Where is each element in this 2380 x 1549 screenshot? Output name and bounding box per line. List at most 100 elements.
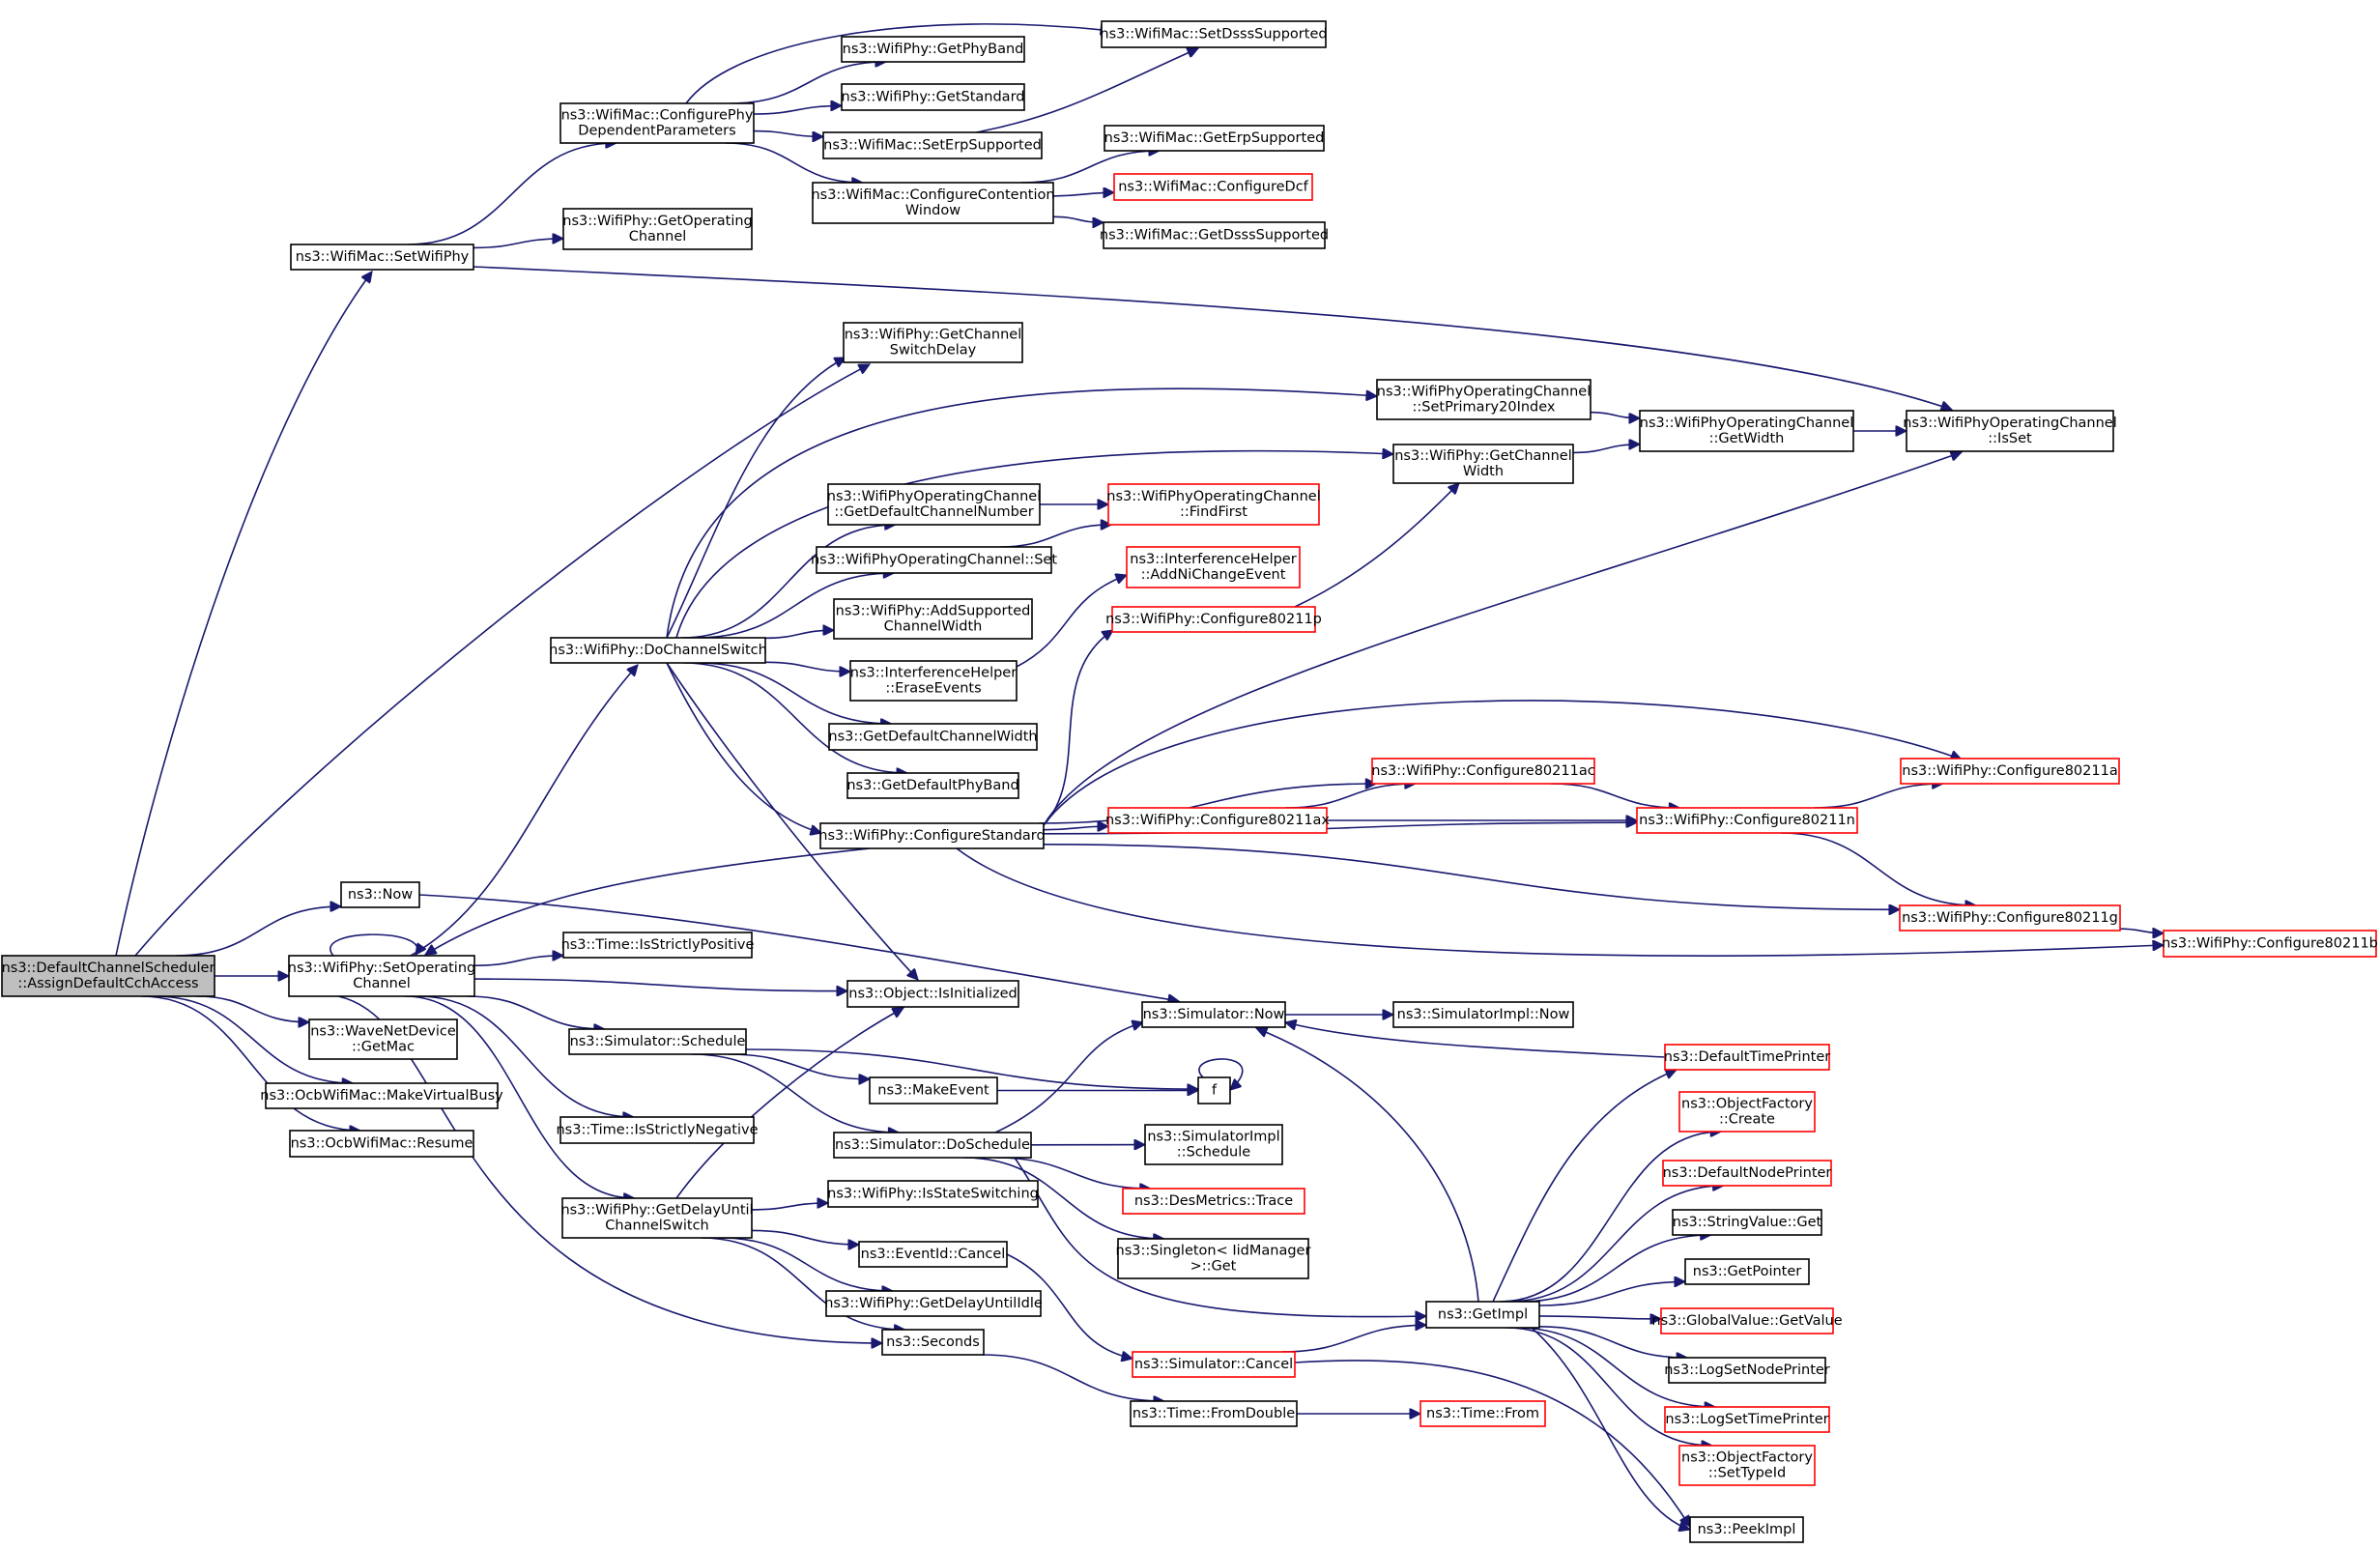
edge-getImpl-to-objFactorySetTypeId — [1505, 1327, 1712, 1446]
node-eraseEvents[interactable]: ns3::InterferenceHelper::EraseEvents — [849, 660, 1018, 702]
edge-getImpl-to-defaultTimePrinter — [1492, 1070, 1677, 1303]
edge-doChannelSwitch-to-confStandard — [666, 662, 821, 833]
node-simCancel[interactable]: ns3::Simulator::Cancel — [1132, 1351, 1296, 1378]
node-setErp[interactable]: ns3::WifiMac::SetErpSupported — [822, 131, 1043, 159]
node-conf80211a[interactable]: ns3::WifiPhy::Configure80211a — [1900, 758, 2120, 785]
node-getDefaultPhyBand[interactable]: ns3::GetDefaultPhyBand — [846, 772, 1019, 799]
node-seconds[interactable]: ns3::Seconds — [881, 1329, 985, 1356]
node-isStrictlyNeg[interactable]: ns3::Time::IsStrictlyNegative — [556, 1116, 759, 1144]
node-getPointer[interactable]: ns3::GetPointer — [1684, 1258, 1810, 1285]
node-objFactorySetTypeId[interactable]: ns3::ObjectFactory::SetTypeId — [1678, 1445, 1816, 1486]
node-label-line: SwitchDelay — [890, 343, 977, 359]
node-getDefaultChNum[interactable]: ns3::WifiPhyOperatingChannel::GetDefault… — [827, 483, 1041, 526]
node-simSchedule[interactable]: ns3::Simulator::Schedule — [568, 1028, 747, 1055]
edge-configurePhy-to-setDsss — [685, 23, 1111, 104]
node-opGetWidth[interactable]: ns3::WifiPhyOperatingChannel::GetWidth — [1639, 410, 1854, 452]
node-getDefaultChWidth[interactable]: ns3::GetDefaultChannelWidth — [828, 723, 1038, 751]
node-singletonGet[interactable]: ns3::Singleton< IidManager >::Get — [1116, 1238, 1311, 1279]
node-addNiChange[interactable]: ns3::InterferenceHelper::AddNiChangeEven… — [1126, 546, 1301, 588]
node-isStateSwitching[interactable]: ns3::WifiPhy::IsStateSwitching — [827, 1180, 1039, 1208]
node-waveGetMac[interactable]: ns3::WaveNetDevice::GetMac — [308, 1018, 458, 1060]
node-findFirst[interactable]: ns3::WifiPhyOperatingChannel::FindFirst — [1106, 483, 1321, 526]
node-eventCancel[interactable]: ns3::EventId::Cancel — [858, 1241, 1008, 1268]
node-f[interactable]: f — [1197, 1076, 1231, 1104]
node-doChannelSwitch[interactable]: ns3::WifiPhy::DoChannelSwitch — [549, 637, 767, 664]
node-getPhyBand[interactable]: ns3::WifiPhy::GetPhyBand — [841, 36, 1025, 63]
node-globalGetValue[interactable]: ns3::GlobalValue::GetValue — [1651, 1307, 1843, 1334]
node-logSetNodePrinter[interactable]: ns3::LogSetNodePrinter — [1664, 1357, 1830, 1384]
node-isSet[interactable]: ns3::WifiPhyOperatingChannel::IsSet — [1903, 410, 2117, 452]
node-stringValueGet[interactable]: ns3::StringValue::Get — [1672, 1209, 1822, 1236]
edge-root-to-resume — [141, 995, 360, 1131]
node-label-line: ns3::Singleton< IidManager — [1116, 1244, 1311, 1259]
node-box — [1376, 379, 1591, 420]
node-logSetTimePrinter[interactable]: ns3::LogSetTimePrinter — [1664, 1406, 1830, 1433]
node-configurePhy[interactable]: ns3::WifiMac::ConfigurePhyDependentParam… — [559, 102, 755, 144]
node-box — [1425, 1301, 1540, 1329]
node-setWifiPhy[interactable]: ns3::WifiMac::SetWifiPhy — [290, 244, 474, 271]
node-conf80211n[interactable]: ns3::WifiPhy::Configure80211n — [1636, 807, 1858, 834]
node-label-line: ::FindFirst — [1180, 504, 1247, 520]
node-getDelayIdle[interactable]: ns3::WifiPhy::GetDelayUntilIdle — [824, 1290, 1043, 1317]
node-makeEvent[interactable]: ns3::MakeEvent — [869, 1076, 998, 1104]
node-conf80211ax[interactable]: ns3::WifiPhy::Configure80211ax — [1105, 807, 1330, 834]
node-defaultTimePrinter[interactable]: ns3::DefaultTimePrinter — [1664, 1044, 1830, 1071]
node-objFactoryCreate[interactable]: ns3::ObjectFactory::Create — [1678, 1091, 1816, 1133]
node-opSet[interactable]: ns3::WifiPhyOperatingChannel::Set — [811, 546, 1057, 574]
node-timeFromDouble[interactable]: ns3::Time::FromDouble — [1130, 1400, 1298, 1427]
node-setPrimary20[interactable]: ns3::WifiPhyOperatingChannel::SetPrimary… — [1376, 379, 1591, 420]
node-resume[interactable]: ns3::OcbWifiMac::Resume — [289, 1130, 474, 1158]
edge-configurePhy-to-setErp — [753, 129, 823, 137]
node-peekImpl[interactable]: ns3::PeekImpl — [1689, 1516, 1804, 1543]
edge-doChannelSwitch-to-getSwitchDelay — [666, 357, 846, 639]
edge-setOpChannel-to-setOpChannel — [330, 933, 417, 957]
node-isInitialized[interactable]: ns3::Object::IsInitialized — [846, 980, 1019, 1008]
node-confDcf[interactable]: ns3::WifiMac::ConfigureDcf — [1113, 173, 1313, 201]
node-simImplNow[interactable]: ns3::SimulatorImpl::Now — [1392, 1001, 1574, 1028]
node-doSchedule[interactable]: ns3::Simulator::DoSchedule — [833, 1132, 1032, 1159]
node-conf80211ac[interactable]: ns3::WifiPhy::Configure80211ac — [1371, 758, 1595, 785]
node-desTrace[interactable]: ns3::DesMetrics::Trace — [1122, 1188, 1305, 1215]
edge-doSchedule-to-simNow — [994, 1022, 1143, 1133]
node-box — [1678, 1445, 1816, 1486]
node-box — [827, 1180, 1039, 1208]
node-label-line: ns3::WifiPhy::Configure80211a — [1902, 763, 2117, 779]
node-setDsss[interactable]: ns3::WifiMac::SetDsssSupported — [1100, 20, 1328, 48]
node-label-line: ::AssignDefaultCchAccess — [17, 976, 198, 991]
function-nodes: ns3::DefaultChannelScheduler::AssignDefa… — [1, 20, 2378, 1543]
node-getImpl[interactable]: ns3::GetImpl — [1425, 1301, 1540, 1329]
node-root[interactable]: ns3::DefaultChannelScheduler::AssignDefa… — [1, 955, 215, 997]
edge-setOpChannel-to-simSchedule — [467, 995, 605, 1029]
edge-root-to-waveGetMac — [196, 995, 309, 1022]
node-getDsss[interactable]: ns3::WifiMac::GetDsssSupported — [1100, 221, 1329, 249]
node-now[interactable]: ns3::Now — [340, 881, 420, 908]
node-isStrictlyPos[interactable]: ns3::Time::IsStrictlyPositive — [561, 932, 755, 959]
node-conf80211b[interactable]: ns3::WifiPhy::Configure80211b — [2162, 930, 2378, 958]
edge-confContention-to-getErp — [1020, 151, 1160, 184]
node-conf80211g[interactable]: ns3::WifiPhy::Configure80211g — [1899, 904, 2121, 932]
node-box — [1899, 904, 2121, 932]
node-box — [1664, 1406, 1830, 1433]
node-getErp[interactable]: ns3::WifiMac::GetErpSupported — [1104, 125, 1325, 152]
node-simNow[interactable]: ns3::Simulator::Now — [1141, 1001, 1286, 1028]
node-label-line: ns3::SimulatorImpl::Now — [1397, 1007, 1570, 1022]
node-getStandard[interactable]: ns3::WifiPhy::GetStandard — [841, 83, 1025, 111]
node-makeVirtualBusy[interactable]: ns3::OcbWifiMac::MakeVirtualBusy — [260, 1082, 503, 1109]
node-defaultNodePrinter[interactable]: ns3::DefaultNodePrinter — [1662, 1160, 1832, 1187]
node-label-line: ns3::WifiMac::ConfigureContention — [811, 187, 1054, 203]
node-label-line: ns3::WifiPhy::AddSupported — [836, 604, 1031, 619]
node-label-line: ns3::WifiMac::SetErpSupported — [823, 138, 1042, 154]
node-timeFrom[interactable]: ns3::Time::From — [1419, 1400, 1546, 1427]
edge-getDelayUntilSwitch-to-eventCancel — [751, 1229, 859, 1245]
node-conf80211p[interactable]: ns3::WifiPhy::Configure80211p — [1105, 606, 1322, 633]
node-label-line: ::SetPrimary20Index — [1413, 400, 1556, 416]
node-confStandard[interactable]: ns3::WifiPhy::ConfigureStandard — [818, 822, 1046, 849]
node-simImplSchedule[interactable]: ns3::SimulatorImpl::Schedule — [1144, 1124, 1283, 1165]
